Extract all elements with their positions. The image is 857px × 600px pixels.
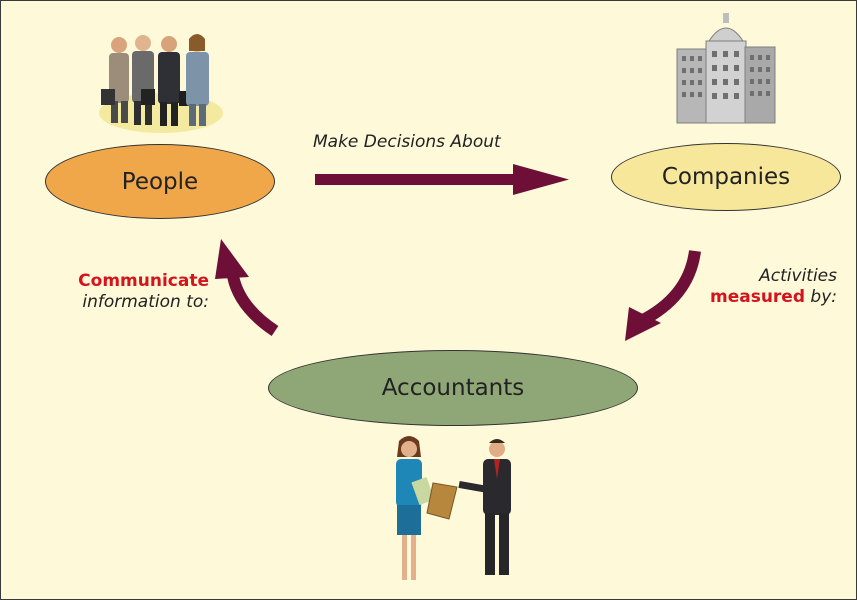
node-accountants: Accountants [268, 350, 638, 426]
node-people: People [45, 144, 275, 219]
node-accountants-label: Accountants [381, 375, 525, 401]
node-companies-label: Companies [661, 164, 791, 190]
communicate-rest: information to: [82, 292, 209, 312]
measured-highlight: measured [709, 287, 806, 307]
activities-line1: Activities [759, 266, 837, 286]
business-people-clipart [99, 34, 223, 133]
arrow-people-to-companies [315, 164, 569, 195]
accountants-clipart [396, 436, 511, 580]
measured-rest: by: [805, 287, 837, 307]
arrow-companies-to-accountants [625, 250, 701, 341]
node-people-label: People [121, 168, 199, 195]
node-companies: Companies [611, 143, 841, 211]
communicate-highlight: Communicate [78, 271, 209, 291]
arrow-accountants-to-people [215, 239, 279, 336]
edge-label-make-decisions: Make Decisions About [313, 132, 501, 152]
city-buildings-clipart [676, 13, 776, 124]
edge-label-activities: Activities measured by: [681, 266, 837, 308]
edge-label-communicate: Communicate information to: [25, 271, 209, 313]
